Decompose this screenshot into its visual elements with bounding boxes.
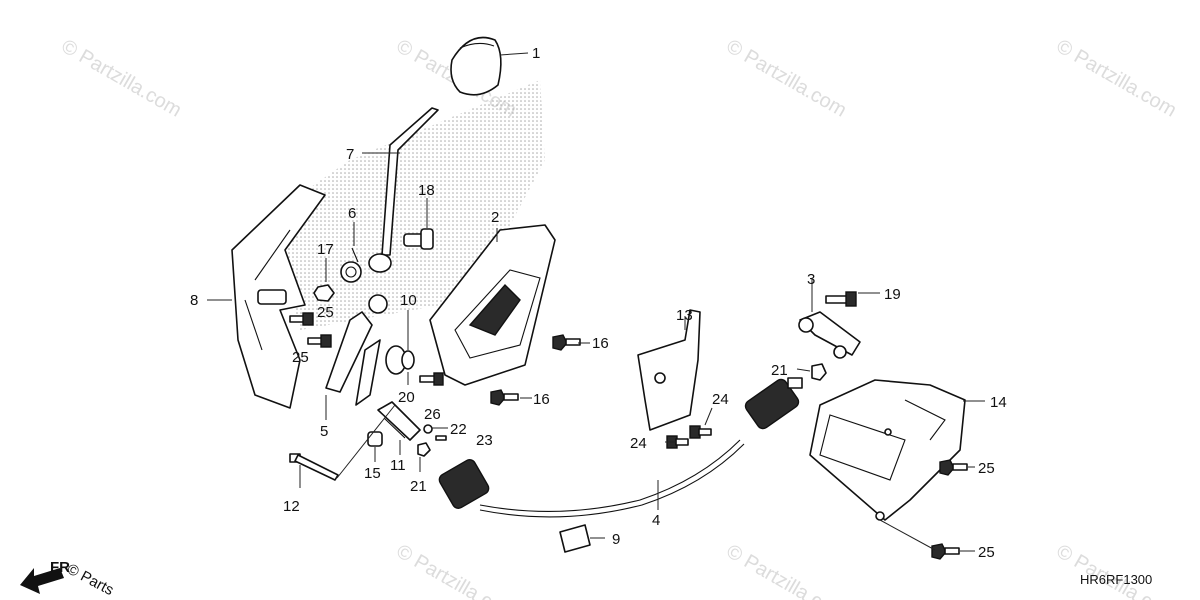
callout-25: 25	[978, 544, 995, 561]
callout-18: 18	[418, 182, 435, 199]
callout-4: 4	[652, 512, 660, 529]
spring	[340, 247, 362, 283]
bolt-12	[289, 453, 339, 481]
bolt-25	[939, 459, 968, 476]
bolt-25	[307, 334, 332, 348]
direction-indicator: FR © Parts	[20, 559, 116, 599]
callout-24: 24	[630, 435, 647, 452]
shift-link	[325, 294, 388, 406]
callout-2: 2	[491, 209, 499, 226]
bolt-16	[552, 334, 581, 351]
cover-panel	[429, 224, 556, 386]
callout-3: 3	[807, 271, 815, 288]
watermark: © Partzilla.com	[723, 540, 851, 600]
watermark: © Partzilla.com	[1053, 35, 1181, 121]
callout-23: 23	[476, 432, 493, 449]
callout-24: 24	[712, 391, 729, 408]
bolt-19	[825, 291, 857, 307]
callout-21: 21	[771, 362, 788, 379]
callout-26: 26	[424, 406, 441, 423]
fr-arrow-icon	[20, 568, 64, 594]
callout-1: 1	[532, 45, 540, 62]
nut-17	[313, 284, 335, 302]
callout-25: 25	[317, 304, 334, 321]
callout-9: 9	[612, 531, 620, 548]
bolt-16	[490, 389, 519, 406]
callout-10: 10	[400, 292, 417, 309]
mount-bracket	[637, 309, 701, 431]
callout-15: 15	[364, 465, 381, 482]
watermark: © Partzilla.com	[58, 35, 186, 121]
bracket	[231, 184, 326, 409]
callout-16: 16	[533, 391, 550, 408]
callout-19: 19	[884, 286, 901, 303]
collar-15	[367, 431, 383, 447]
bolt-25	[289, 312, 314, 326]
corner-watermark: © Parts	[64, 561, 116, 600]
callout-5: 5	[320, 423, 328, 440]
callout-21: 21	[410, 478, 427, 495]
diagram-code: HR6RF1300	[1080, 572, 1152, 587]
clamp-11	[377, 401, 421, 441]
callout-6: 6	[348, 205, 356, 222]
nut-21	[417, 442, 431, 457]
leader-lines	[207, 52, 985, 552]
washer-22	[423, 424, 433, 434]
nut-21	[811, 363, 827, 381]
callout-7: 7	[346, 146, 354, 163]
callout-17: 17	[317, 241, 334, 258]
watermark: © Partzilla.com	[723, 35, 851, 121]
bolt-25	[931, 543, 960, 560]
watermark: © Partzilla.com	[1053, 540, 1181, 600]
callout-12: 12	[283, 498, 300, 515]
shift-lever	[368, 107, 439, 273]
callout-25: 25	[292, 349, 309, 366]
direction-label: FR	[50, 559, 70, 576]
bolt-18	[403, 228, 434, 250]
shift-arm	[798, 311, 861, 359]
shift-knob	[450, 36, 502, 96]
guard-plate	[809, 379, 966, 521]
watermarks: © Partzilla.com © Partzilla.com © Partzi…	[58, 35, 1181, 600]
watermark: © Partzilla.com	[393, 540, 521, 600]
callout-8: 8	[190, 292, 198, 309]
callouts: 1 7 6 18 2 8 17 25 25 5 10 20 26 16 16 2…	[190, 45, 1007, 561]
callout-25: 25	[978, 460, 995, 477]
callout-14: 14	[990, 394, 1007, 411]
clip-9	[559, 524, 591, 553]
bolt-26	[419, 372, 444, 386]
callout-22: 22	[450, 421, 467, 438]
bolt-24	[689, 425, 712, 439]
washer	[401, 350, 415, 370]
shift-cable	[438, 377, 803, 518]
pin-23	[435, 435, 447, 441]
callout-13: 13	[676, 307, 693, 324]
callout-16: 16	[592, 335, 609, 352]
callout-20: 20	[398, 389, 415, 406]
callout-11: 11	[390, 457, 406, 474]
